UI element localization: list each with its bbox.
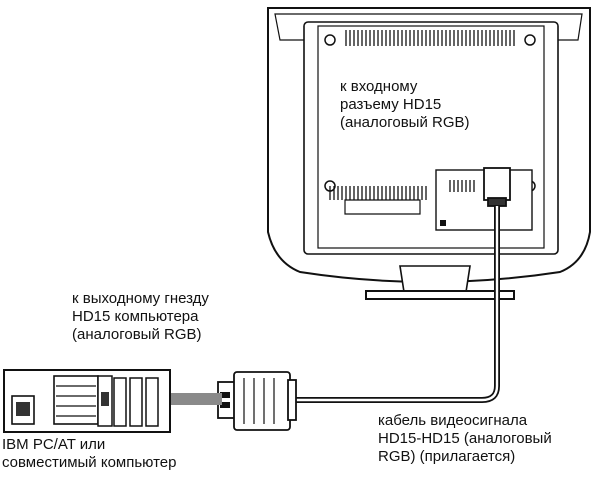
video-cable-highlight bbox=[292, 206, 499, 402]
expansion-slot bbox=[145, 377, 159, 427]
screw-icon bbox=[324, 34, 336, 46]
stand-neck bbox=[399, 265, 471, 293]
computer-output-label: к выходному гнезду HD15 компьютера (анал… bbox=[72, 290, 209, 344]
stand-base bbox=[365, 290, 515, 300]
cable-hd15-connector bbox=[217, 371, 297, 431]
panel-latch bbox=[440, 220, 446, 226]
panel-recess bbox=[344, 199, 421, 215]
label-line: HD15-HD15 (аналоговый bbox=[378, 430, 552, 447]
expansion-slot bbox=[113, 377, 127, 427]
connector-plug bbox=[487, 197, 507, 207]
hd15-port-icon bbox=[101, 392, 109, 406]
connector-pin bbox=[220, 402, 230, 408]
screw-icon bbox=[524, 34, 536, 46]
psu-fan bbox=[53, 375, 99, 425]
computer-label: IBM PC/AT или совместимый компьютер bbox=[2, 436, 177, 472]
label-line: совместимый компьютер bbox=[2, 454, 177, 471]
computer-rear bbox=[3, 369, 171, 433]
vent-grilles bbox=[329, 30, 515, 200]
cable-strain-relief bbox=[287, 379, 297, 421]
expansion-slot bbox=[129, 377, 143, 427]
label-line: HD15 компьютера bbox=[72, 308, 199, 325]
label-line: разъему HD15 bbox=[340, 96, 442, 113]
monitor-hd15-connector bbox=[483, 167, 511, 207]
label-line: (аналоговый RGB) bbox=[340, 114, 470, 131]
connector-pin bbox=[220, 392, 230, 398]
label-line: к входному bbox=[340, 78, 418, 95]
label-line: к выходному гнезду bbox=[72, 290, 209, 307]
label-line: (аналоговый RGB) bbox=[72, 326, 202, 343]
label-line: IBM PC/AT или bbox=[2, 436, 106, 453]
monitor-rear bbox=[267, 7, 591, 283]
connector-shell bbox=[483, 167, 511, 201]
monitor-input-label: к входному разъему HD15 (аналоговый RGB) bbox=[340, 78, 470, 132]
power-socket-pins bbox=[16, 402, 30, 416]
cable-label: кабель видеосигнала HD15-HD15 (аналоговы… bbox=[378, 412, 552, 466]
label-line: кабель видеосигнала bbox=[378, 412, 528, 429]
label-line: RGB) (прилагается) bbox=[378, 448, 516, 465]
connector-housing bbox=[233, 371, 291, 431]
monitor-stand bbox=[365, 265, 515, 300]
